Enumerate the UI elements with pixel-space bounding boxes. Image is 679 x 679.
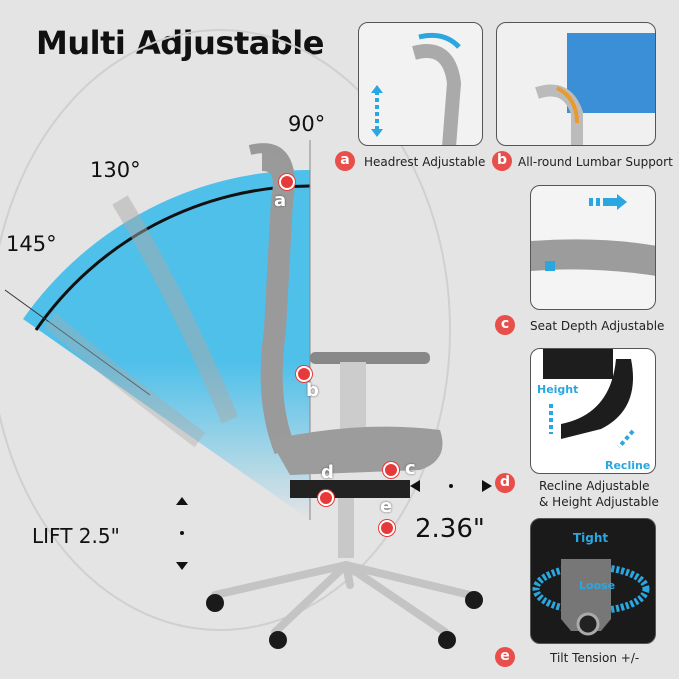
point-label-a: a — [274, 190, 287, 211]
point-marker-c — [383, 462, 399, 478]
chair-armrest — [310, 352, 430, 364]
point-label-d: d — [321, 462, 334, 483]
feature-label-seat-depth: Seat Depth Adjustable — [530, 319, 665, 333]
recline-label: Recline — [605, 459, 651, 472]
recline-height-panel: Height Recline — [530, 348, 656, 474]
angle-145: 145° — [6, 232, 57, 256]
tight-label: Tight — [573, 531, 609, 545]
feature-badge-c: c — [495, 315, 515, 335]
point-marker-e — [379, 520, 395, 536]
tilt-tension-panel: Tight Loose — [530, 518, 656, 644]
feature-badge-d: d — [495, 473, 515, 493]
seat-depth-panel — [530, 185, 656, 310]
chair-casters — [206, 591, 483, 649]
point-marker-d — [318, 490, 334, 506]
lift-arrow-icon — [176, 497, 188, 570]
depth-arrow-icon — [410, 480, 492, 492]
point-marker-a — [279, 174, 295, 190]
chair-base — [211, 561, 474, 636]
height-label: Height — [537, 383, 579, 396]
angle-90: 90° — [288, 112, 326, 136]
loose-label: Loose — [579, 579, 616, 592]
point-label-e: e — [380, 496, 393, 517]
feature-badge-b: b — [492, 151, 512, 171]
chair-gas-lift — [338, 498, 354, 558]
point-marker-b — [296, 366, 312, 382]
angle-130: 130° — [90, 158, 141, 182]
recline-angle-wedge — [23, 169, 310, 520]
feature-label-tilt-tension: Tilt Tension +/- — [550, 651, 640, 665]
lift-label: LIFT 2.5" — [32, 524, 120, 548]
chair-backrest — [260, 149, 296, 455]
lumbar-panel — [496, 22, 656, 146]
feature-badge-a: a — [335, 151, 355, 171]
headrest-panel — [358, 22, 483, 146]
page-title: Multi Adjustable — [36, 24, 324, 62]
feature-label-lumbar: All-round Lumbar Support — [518, 155, 673, 169]
recline-arc — [34, 184, 311, 331]
chair-seat — [270, 426, 443, 475]
feature-badge-e: e — [495, 647, 515, 667]
feature-label-headrest: Headrest Adjustable — [364, 155, 486, 169]
point-label-b: b — [306, 380, 319, 401]
point-label-c: c — [405, 458, 416, 479]
feature-label-height: & Height Adjustable — [539, 495, 659, 509]
feature-label-recline: Recline Adjustable — [539, 479, 650, 493]
seat-depth-travel: 2.36" — [415, 514, 485, 544]
